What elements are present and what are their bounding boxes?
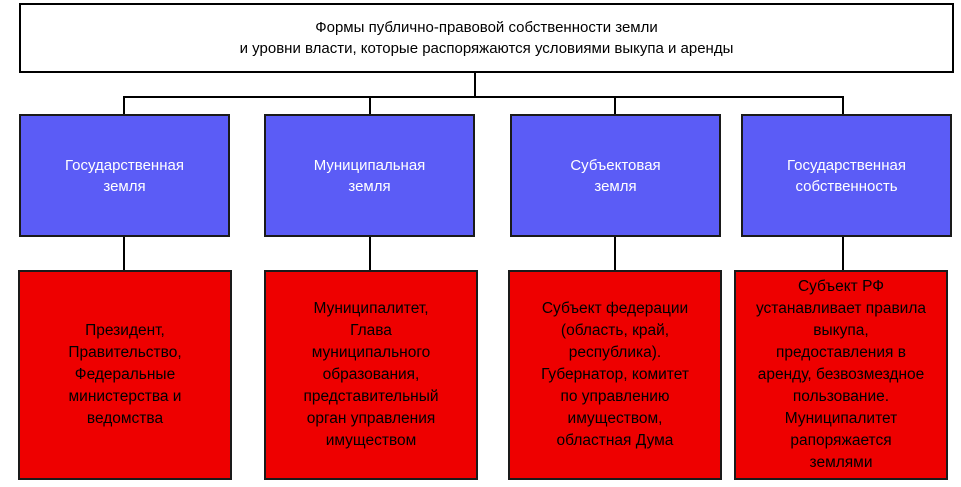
category-box-state-land: Государственная земля	[19, 114, 230, 237]
connector-title-stem	[474, 73, 476, 97]
connector-branch-2	[369, 96, 371, 114]
authority-text-line: выкупа,	[813, 322, 869, 339]
connector-branch-3	[614, 96, 616, 114]
authority-text-line: орган управления	[306, 410, 436, 427]
connector-down-4	[842, 237, 844, 270]
authority-text-line: Правительство,	[68, 344, 182, 361]
authority-text-line: имуществом,	[567, 410, 663, 427]
authority-text-line: муниципального	[311, 344, 431, 361]
connector-down-3	[614, 237, 616, 270]
title-line-1: Формы публично-правовой собственности зе…	[315, 19, 658, 36]
category-box-state-property: Государственная собственность	[741, 114, 952, 237]
authority-text-line: по управлению	[560, 388, 670, 405]
authority-text-line: представительный	[303, 388, 439, 405]
authority-text-line: Федеральные	[74, 366, 176, 383]
category-label-line: Государственная	[65, 156, 184, 174]
category-box-municipal-land: Муниципальная земля	[264, 114, 475, 237]
authority-text-line: ведомства	[86, 410, 164, 427]
authority-text-line: аренду, безвозмездное	[757, 366, 925, 383]
authority-text-line: образования,	[322, 366, 420, 383]
authority-text-line: пользование.	[792, 388, 890, 405]
diagram-title: Формы публично-правовой собственности зе…	[19, 3, 954, 73]
authority-text-line: Муниципалитет	[784, 410, 898, 427]
category-box-subject-land: Субъектовая земля	[510, 114, 721, 237]
authority-text-line: землями	[809, 454, 873, 471]
authority-text-line: Муниципалитет,	[313, 300, 429, 317]
authority-text-line: Субъект РФ	[797, 278, 885, 295]
authority-text-line: министерства и	[68, 388, 182, 405]
authority-text-line: имуществом	[325, 432, 417, 449]
connector-branch-4	[842, 96, 844, 114]
authority-text-line: Субъект федерации	[541, 300, 689, 317]
authority-text-line: областная Дума	[556, 432, 674, 449]
connector-horizontal-bus	[123, 96, 844, 98]
category-label-line: собственность	[795, 177, 898, 195]
connector-down-2	[369, 237, 371, 270]
authority-text-line: Глава	[350, 322, 392, 339]
authority-box-rf-subject: Субъект РФ устанавливает правила выкупа,…	[734, 270, 948, 480]
authority-text-line: Президент,	[85, 322, 165, 339]
category-label-line: земля	[594, 177, 637, 195]
authority-text-line: Губернатор, комитет	[541, 366, 689, 383]
authority-text-line: предоставления в	[776, 344, 906, 361]
authority-box-federal: Президент, Правительство, Федеральные ми…	[18, 270, 232, 480]
category-label-line: Государственная	[787, 156, 906, 174]
category-label-line: земля	[348, 177, 391, 195]
authority-text-line: устанавливает правила	[755, 300, 926, 317]
authority-text-line: республика).	[568, 344, 662, 361]
title-line-2: и уровни власти, которые распоряжаются у…	[239, 40, 734, 57]
authority-box-subject: Субъект федерации (область, край, респуб…	[508, 270, 722, 480]
authority-box-municipal: Муниципалитет, Глава муниципального обра…	[264, 270, 478, 480]
category-label-line: Муниципальная	[313, 156, 426, 174]
category-label-line: Субъектовая	[570, 156, 661, 174]
connector-down-1	[123, 237, 125, 270]
authority-text-line: (область, край,	[560, 322, 670, 339]
connector-branch-1	[123, 96, 125, 114]
category-label-line: земля	[103, 177, 146, 195]
authority-text-line: рапоряжается	[790, 432, 892, 449]
